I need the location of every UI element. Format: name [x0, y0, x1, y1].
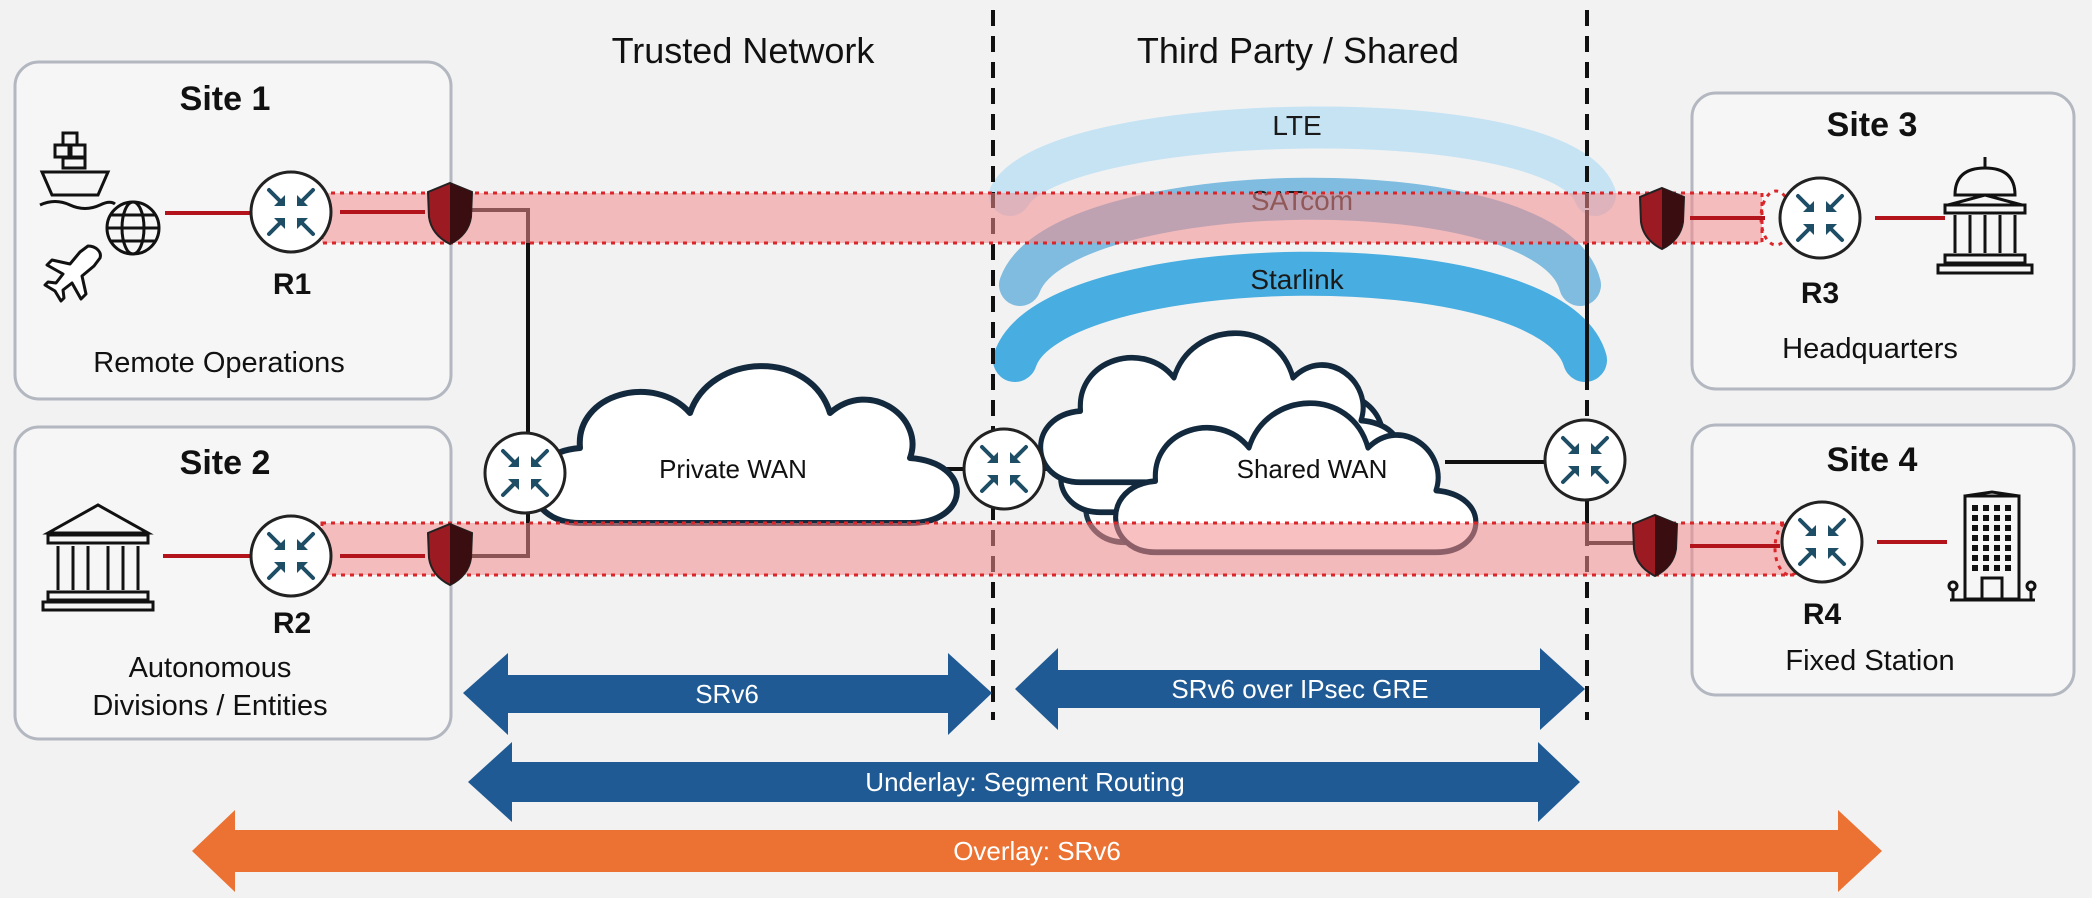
- office-window: [2005, 535, 2011, 541]
- core-router-border-icon: [962, 427, 1046, 511]
- office-window: [2005, 545, 2011, 551]
- lte-band: [989, 106, 1616, 216]
- srv6-trusted-arrow: SRv6: [463, 653, 992, 735]
- office-window: [1972, 565, 1978, 571]
- globe-icon: [105, 200, 161, 256]
- office-window: [1972, 515, 1978, 521]
- router-r3-icon: [1778, 176, 1862, 260]
- office-window: [1983, 545, 1989, 551]
- office-window: [2005, 505, 2011, 511]
- private-wan-label: Private WAN: [659, 454, 807, 484]
- office-building-icon: [1947, 490, 2037, 602]
- shared-wan-cloud: Shared WAN: [1041, 333, 1476, 552]
- office-window: [1994, 545, 2000, 551]
- router-r4-label: R4: [1803, 598, 1842, 631]
- site3-title: Site 3: [1827, 106, 1918, 144]
- core-router-shared-icon: [1543, 418, 1627, 502]
- site1-title: Site 1: [180, 80, 271, 118]
- router-r2-icon: [249, 514, 333, 598]
- router-r3-label: R3: [1801, 277, 1839, 310]
- office-window: [1972, 505, 1978, 511]
- office-window: [1994, 515, 2000, 521]
- starlink-label: Starlink: [1250, 264, 1344, 295]
- private-wan-cloud: Private WAN: [533, 366, 957, 523]
- office-window: [1994, 525, 2000, 531]
- office-window: [1994, 535, 2000, 541]
- site2-title: Site 2: [180, 444, 271, 482]
- overlay-arrow: Overlay: SRv6: [192, 810, 1882, 892]
- tunnel-top: [320, 191, 1764, 245]
- office-window: [2005, 565, 2011, 571]
- office-window: [1983, 525, 1989, 531]
- site3-label: Headquarters: [1782, 333, 1958, 365]
- ship-icon: [39, 131, 116, 210]
- third-party-title: Third Party / Shared: [1137, 30, 1459, 71]
- shared-wan-label: Shared WAN: [1237, 454, 1388, 484]
- underlay-label: Underlay: Segment Routing: [865, 767, 1184, 797]
- srv6-ipsec-label: SRv6 over IPsec GRE: [1171, 674, 1428, 704]
- office-window: [1994, 565, 2000, 571]
- site4-label: Fixed Station: [1785, 645, 1954, 677]
- office-window: [2005, 525, 2011, 531]
- router-r1-icon: [249, 170, 333, 254]
- srv6-trusted-label: SRv6: [695, 679, 759, 709]
- office-window: [2005, 515, 2011, 521]
- access-links: [163, 210, 1947, 558]
- trusted-network-title: Trusted Network: [612, 30, 876, 71]
- site1-label: Remote Operations: [93, 347, 344, 379]
- office-window: [1972, 555, 1978, 561]
- office-window: [1994, 555, 2000, 561]
- core-router-trusted-icon: [483, 431, 567, 515]
- router-r1-label: R1: [273, 268, 311, 301]
- office-window: [1983, 515, 1989, 521]
- capitol-building-icon: [1936, 157, 2034, 275]
- router-r4-icon: [1780, 500, 1864, 584]
- lte-label: LTE: [1272, 110, 1321, 141]
- office-window: [1983, 535, 1989, 541]
- office-windows: [1972, 505, 2011, 571]
- office-window: [1983, 505, 1989, 511]
- office-window: [2005, 555, 2011, 561]
- airplane-icon: [43, 244, 102, 303]
- overlay-label: Overlay: SRv6: [953, 836, 1121, 866]
- office-window: [1983, 565, 1989, 571]
- srv6-ipsec-arrow: SRv6 over IPsec GRE: [1015, 648, 1585, 730]
- site4-title: Site 4: [1827, 441, 1918, 479]
- office-window: [1983, 555, 1989, 561]
- office-window: [1972, 545, 1978, 551]
- government-building-icon: [41, 503, 155, 612]
- tunnel-bottom: [320, 521, 1799, 577]
- site2-label-line2: Divisions / Entities: [92, 690, 327, 722]
- underlay-arrow: Underlay: Segment Routing: [468, 742, 1580, 822]
- office-window: [1994, 505, 2000, 511]
- office-window: [1972, 525, 1978, 531]
- site2-label-line1: Autonomous: [129, 652, 292, 684]
- office-window: [1972, 535, 1978, 541]
- router-r2-label: R2: [273, 607, 311, 640]
- starlink-band: [993, 251, 1607, 382]
